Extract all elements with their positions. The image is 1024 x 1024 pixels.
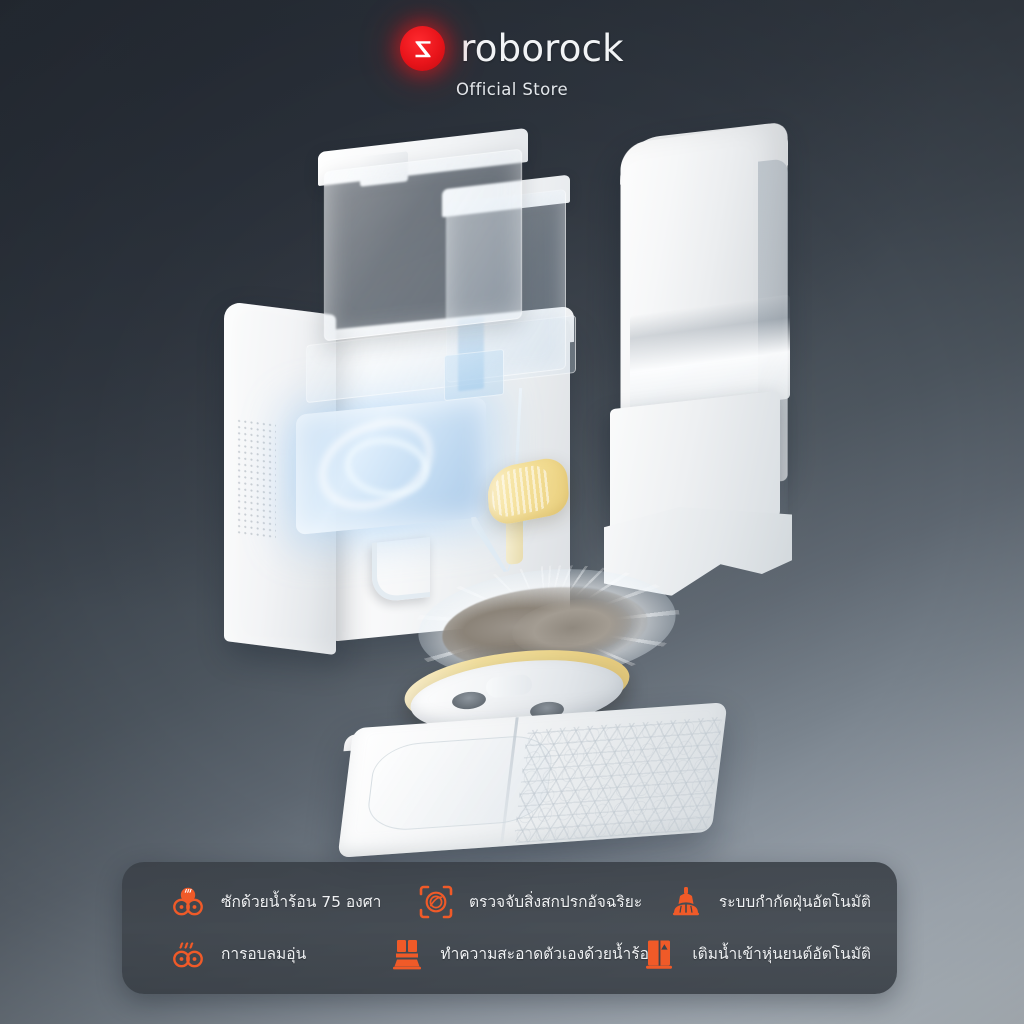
- feature-label: ซักด้วยน้ำร้อน 75 องศา: [221, 892, 382, 911]
- auto-dust-collection-icon: [664, 880, 708, 924]
- heated-water-chamber: [296, 397, 486, 535]
- brand-row: roborock: [400, 26, 624, 71]
- feature-item-self-clean-hot-water[interactable]: ทำความสะอาดตัวเองด้วยน้ำร้อน: [385, 932, 659, 976]
- auto-water-refill-icon: [637, 932, 681, 976]
- dirt-detection-scan-icon: [414, 880, 458, 924]
- roborock-z-mark-icon: [400, 26, 446, 71]
- feature-label: เติมน้ำเข้าหุ่นยนต์อัตโนมัติ: [692, 944, 871, 963]
- official-store-label: Official Store: [456, 80, 568, 99]
- base-tray-honeycomb-lines: [513, 716, 723, 844]
- feature-item-dirt-detection[interactable]: ตรวจจับสิ่งสกปรกอัจฉริยะ: [414, 880, 664, 924]
- feature-item-warm-air-drying[interactable]: การอบลมอุ่น: [166, 932, 385, 976]
- feature-label: ตรวจจับสิ่งสกปรกอัจฉริยะ: [468, 892, 643, 911]
- tank-spout-outlet: [444, 348, 504, 402]
- dock-hook-bracket: [372, 536, 430, 604]
- feature-item-hot-water-wash[interactable]: ซักด้วยน้ำร้อน 75 องศา: [166, 880, 414, 924]
- feature-item-auto-water-refill[interactable]: เติมน้ำเข้าหุ่นยนต์อัตโนมัติ: [637, 932, 871, 976]
- brand-wordmark: roborock: [460, 27, 624, 70]
- feature-label: ทำความสะอาดตัวเองด้วยน้ำร้อน: [440, 944, 660, 963]
- clean-water-tank: [324, 148, 522, 342]
- warm-air-drying-icon: [166, 932, 210, 976]
- feature-highlights-panel: ซักด้วยน้ำร้อน 75 องศา: [122, 862, 897, 994]
- feature-item-auto-dust-collection[interactable]: ระบบกำกัดฝุ่นอัตโนมัติ: [664, 880, 871, 924]
- brand-header: roborock Official Store: [0, 26, 1024, 99]
- feature-row: การอบลมอุ่น ทำความสะอาดตัวเองด้วยน้ำร้อน: [166, 928, 871, 980]
- hot-water-self-clean-icon: [385, 932, 429, 976]
- dock-vent-grille: [236, 417, 276, 539]
- feature-row: ซักด้วยน้ำร้อน 75 องศา: [166, 876, 871, 928]
- hot-water-wash-icon: [166, 880, 210, 924]
- feature-label: การอบลมอุ่น: [221, 944, 307, 963]
- feature-label: ระบบกำกัดฝุ่นอัตโนมัติ: [718, 892, 871, 911]
